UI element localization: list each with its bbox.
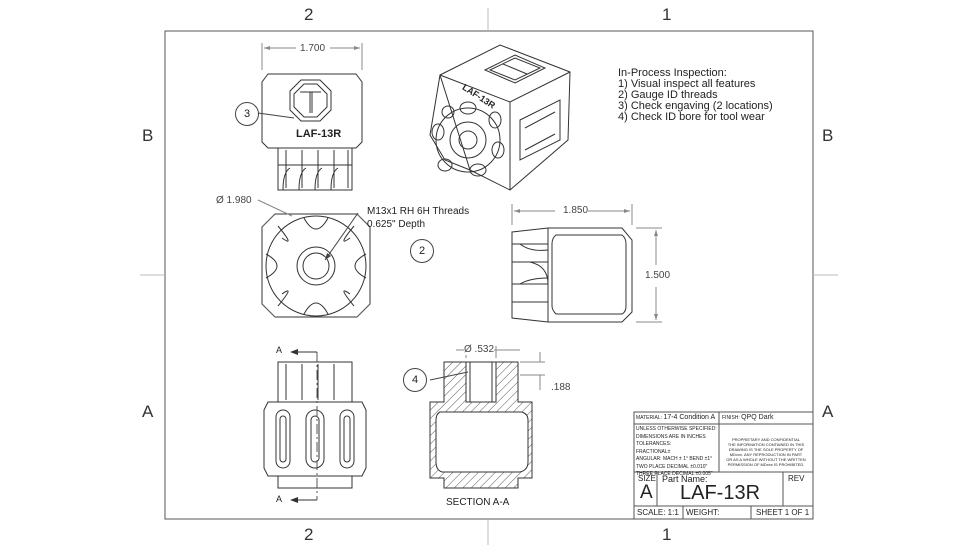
proprietary-notice: PROPRIETARY AND CONFIDENTIAL THE INFORMA… xyxy=(722,437,810,467)
zone-label-right-b: B xyxy=(822,126,834,145)
tolerance-block: UNLESS OTHERWISE SPECIFIED: DIMENSIONS A… xyxy=(636,426,717,479)
callout-balloon-4: 4 xyxy=(403,368,427,392)
tolerance-line: TWO PLACE DECIMAL ±0.010" xyxy=(636,463,708,470)
cut-label-bottom: A xyxy=(276,494,283,504)
scale-field: SCALE: 1:1 xyxy=(637,508,679,517)
dim-depth: .188 xyxy=(551,382,571,393)
inspection-item: 2) Gauge ID threads xyxy=(618,89,718,101)
zone-label-bottom-1: 1 xyxy=(662,525,672,544)
thread-spec: M13x1 RH 6H Threads xyxy=(367,206,470,217)
proprietary-line: THE INFORMATION CONTAINED IN THIS xyxy=(727,442,805,447)
zone-label-left-b: B xyxy=(142,126,154,145)
dim-diameter: Ø 1.980 xyxy=(216,195,252,206)
octagon-logo xyxy=(289,79,332,122)
material-value: 17-4 Condition A xyxy=(663,414,716,421)
zone-label-top-1: 1 xyxy=(662,5,672,24)
material-field: MATERIAL: 17-4 Condition A xyxy=(636,414,715,421)
tolerance-line: UNLESS OTHERWISE SPECIFIED: xyxy=(636,426,717,432)
size-value: A xyxy=(640,482,653,503)
tolerance-line: TOLERANCES: xyxy=(636,441,672,447)
front-view xyxy=(257,43,363,191)
proprietary-line: PERMISSION OF MDxxx IS PROHIBITED. xyxy=(727,462,805,467)
thread-note: M13x1 RH 6H Threads 0.625" Depth xyxy=(367,205,469,231)
side-view xyxy=(511,204,662,323)
end-view xyxy=(257,199,371,318)
proprietary-line: OR AS A WHOLE WITHOUT THE WRITTEN xyxy=(726,457,806,462)
tolerance-line: FRACTIONAL± xyxy=(636,448,671,455)
section-view xyxy=(429,346,545,489)
rev-label: REV xyxy=(788,474,805,483)
tolerance-line: DIMENSIONS ARE IN INCHES xyxy=(636,433,706,440)
part-name-label: Part Name: xyxy=(662,474,708,484)
finish-value: QPQ Dark xyxy=(741,414,774,421)
proprietary-line: MDxxx. ANY REPRODUCTION IN PART xyxy=(729,452,803,457)
inspection-title: In-Process Inspection: xyxy=(618,67,727,79)
cut-label-top: A xyxy=(276,345,283,355)
tolerance-line: THREE PLACE DECIMAL ±0.005" xyxy=(636,471,713,477)
inspection-notes: In-Process Inspection: 1) Visual inspect… xyxy=(618,68,773,123)
zone-label-bottom-2: 2 xyxy=(304,525,314,544)
zone-label-right-a: A xyxy=(822,402,834,421)
weight-field: WEIGHT: xyxy=(686,508,720,517)
isometric-view xyxy=(429,44,571,191)
inspection-item: 1) Visual inspect all features xyxy=(618,78,756,90)
front-engraving-label: LAF-13R xyxy=(296,128,342,140)
dim-side-width: 1.850 xyxy=(563,205,589,216)
size-label: SIZE xyxy=(638,474,656,483)
sheet-field: SHEET 1 OF 1 xyxy=(756,508,810,517)
material-label: MATERIAL: xyxy=(636,415,663,421)
thread-depth: 0.625" Depth xyxy=(367,219,426,230)
dim-side-height: 1.500 xyxy=(645,270,671,281)
section-title: SECTION A-A xyxy=(446,497,510,508)
callout-balloon-2: 2 xyxy=(410,239,434,263)
tolerance-line: ANGULAR: MACH ± 1° BEND ±1° xyxy=(636,456,713,462)
iso-flutes xyxy=(431,101,505,177)
zone-ticks xyxy=(140,8,838,545)
finish-label: FINISH: xyxy=(722,415,740,421)
zone-label-top-2: 2 xyxy=(304,5,314,24)
inspection-item: 3) Check engaving (2 locations) xyxy=(618,100,773,112)
lower-front-view xyxy=(263,349,367,503)
zone-label-left-a: A xyxy=(142,402,154,421)
callout-balloon-3: 3 xyxy=(235,102,259,126)
proprietary-line: PROPRIETARY AND CONFIDENTIAL xyxy=(731,437,800,442)
proprietary-line: DRAWING IS THE SOLE PROPERTY OF xyxy=(728,447,804,452)
dim-width-front: 1.700 xyxy=(300,43,326,54)
finish-field: FINISH: QPQ Dark xyxy=(722,414,773,421)
dim-bore: Ø .532 xyxy=(464,344,495,355)
end-view-flutes xyxy=(265,217,367,315)
inspection-item: 4) Check ID bore for tool wear xyxy=(618,111,765,123)
part-name-value: LAF-13R xyxy=(680,482,761,504)
title-block-frame xyxy=(633,411,814,520)
